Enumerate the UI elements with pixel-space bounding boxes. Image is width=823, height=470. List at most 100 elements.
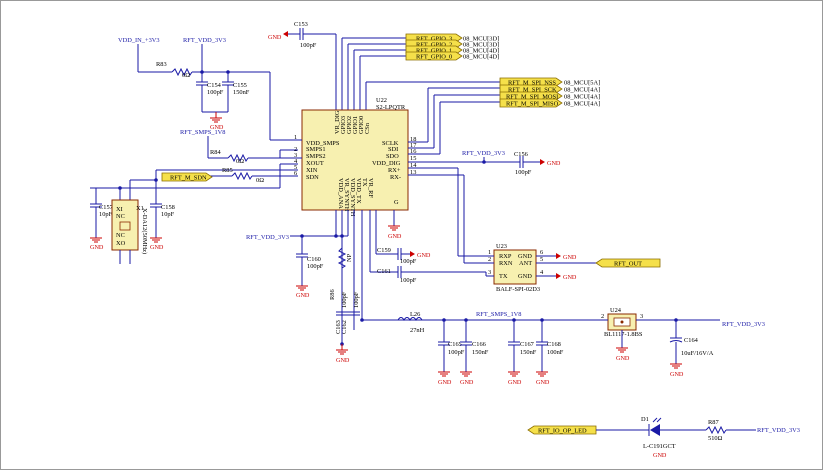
port-rft-gpio-0[interactable]: RFT_GPIO_0 08_MCU[4D] [405, 51, 499, 61]
svg-text:GND: GND [616, 355, 630, 362]
port-rft-m-spi-nss[interactable]: RFT_M_SPI_NSS 08_MCU[5A] [499, 77, 600, 87]
svg-text:SMPS2: SMPS2 [306, 153, 326, 160]
u23-part: BALF-SPI-02D3 [496, 286, 540, 293]
nf-val-1: 100pF [341, 291, 348, 308]
svg-text:RFT_M_SDN: RFT_M_SDN [170, 175, 207, 182]
svg-text:4: 4 [540, 269, 544, 276]
gnd-symbol-u23-bottom: GND [556, 273, 577, 281]
d1-ref: D1 [641, 416, 649, 423]
r87-val: 510Ω [708, 435, 723, 442]
resistor-r85 [231, 171, 253, 181]
svg-text:1: 1 [294, 134, 297, 141]
c161-val: 100pF [400, 277, 417, 284]
svg-text:2: 2 [601, 313, 604, 320]
svg-text:GND: GND [388, 233, 402, 240]
svg-text:VR_DIG: VR_DIG [334, 110, 341, 134]
svg-text:RFT_GPIO_3: RFT_GPIO_3 [416, 36, 452, 43]
r87-ref: R87 [708, 419, 719, 426]
r85-val: 0Ω [256, 177, 264, 184]
c160-val: 100pF [307, 263, 324, 270]
gnd-symbol-c162: GND [336, 344, 350, 364]
svg-text:SDI: SDI [388, 146, 398, 153]
c160-section: RFT_VDD_3V3 C160 100pF GND [246, 234, 324, 299]
d1-val: L-C191GCT [643, 443, 676, 450]
port-rft-m-spi-miso[interactable]: RFT_M_SPI_MISO 08_MCU[4A] [499, 98, 600, 108]
svg-text:16: 16 [410, 148, 416, 155]
port-rft-m-sdn[interactable]: RFT_M_SDN [161, 172, 213, 182]
c157-ref: C157 [99, 204, 114, 211]
gpio-wires [341, 37, 406, 110]
svg-text:6: 6 [294, 170, 297, 177]
svg-text:VR_SYNTH: VR_SYNTH [343, 178, 350, 212]
port-rft-io-op-led[interactable]: RFT_IO_OP_LED [527, 425, 597, 435]
net-label-rft-vdd-ldo: RFT_VDD_3V3 [722, 321, 765, 328]
nf-val-2: 100pF [353, 291, 360, 308]
svg-text:GND: GND [296, 292, 310, 299]
svg-text:3: 3 [488, 269, 491, 276]
svg-text:2: 2 [294, 146, 297, 153]
rx-wires [457, 168, 486, 264]
c164-ref: C164 [684, 337, 699, 344]
svg-text:08_MCU[4A]: 08_MCU[4A] [564, 94, 600, 101]
r83-val: 0Ω [182, 72, 190, 79]
c159-c161-section: C159 100pF GND C161 100pF [370, 247, 486, 284]
c164-section: C164 10uF/16V/A GND RFT_VDD_3V3 [669, 320, 765, 378]
c162-ref: C162 [341, 320, 348, 334]
c154-ref: C154 [207, 82, 222, 89]
svg-text:08_MCU[4D]: 08_MCU[4D] [463, 54, 499, 61]
u22-bottom-wires [290, 210, 600, 330]
svg-text:GND: GND [268, 34, 282, 41]
x1-ref: X1 [136, 205, 144, 212]
svg-text:RXN: RXN [499, 260, 513, 267]
port-rft-out[interactable]: RFT_OUT [595, 258, 661, 268]
gnd-symbol-u22: GND [388, 225, 402, 240]
x1-part: X-DA12(50MHz) [141, 208, 148, 254]
svg-text:RXP: RXP [499, 253, 512, 260]
svg-text:SMPS1: SMPS1 [306, 146, 326, 153]
gnd-symbol-d1: GND [653, 452, 667, 459]
c154-val: 100pF [207, 89, 224, 96]
resistor-r86 [337, 247, 347, 269]
c159-val: 100pF [400, 258, 417, 265]
svg-text:SDO: SDO [386, 153, 399, 160]
ldo-u24: U24 BL1117-1.8BS 2 3 [600, 307, 720, 348]
c164-val: 10uF/16V/A [681, 350, 714, 357]
svg-text:GND: GND [150, 244, 164, 251]
c156-val: 100pF [515, 169, 532, 176]
balun-u23: U23 BALF-SPI-02D3 RXP RXN TX GND ANT GND… [485, 243, 596, 293]
svg-text:13: 13 [410, 169, 416, 176]
r86-c162-c163-section: R86 NP 100pF 100pF C162 C163 GND [329, 247, 360, 364]
crystal-section: R85 0Ω RFT_M_SDN C157 10pF GND X1 XI NC … [90, 163, 298, 264]
svg-text:VDD_TX: VDD_TX [355, 178, 362, 204]
svg-text:RFT_IO_OP_LED: RFT_IO_OP_LED [538, 428, 587, 435]
svg-text:18: 18 [410, 136, 416, 143]
svg-text:RFT_M_SPI_SCK: RFT_M_SPI_SCK [508, 87, 557, 94]
vdd-in-section: VDD_IN_+3V3 R83 0Ω RFT_VDD_3V3 C154 100p… [118, 37, 298, 141]
svg-text:GND: GND [518, 253, 532, 260]
r84-val: 0Ω [236, 158, 244, 165]
gnd-symbol-c156: GND [540, 159, 561, 167]
svg-text:GND: GND [336, 357, 350, 364]
svg-text:VDD_SMPS: VDD_SMPS [306, 140, 340, 147]
u24-ref: U24 [610, 307, 622, 314]
svg-text:GPIO3: GPIO3 [340, 116, 347, 134]
svg-text:3: 3 [640, 313, 643, 320]
x1-pin-xi: XI [116, 206, 123, 213]
resistor-r83 [171, 67, 193, 77]
svg-text:6: 6 [540, 249, 543, 256]
x1-pin-nc-2: NC [116, 232, 125, 239]
net-label-rft-vdd-led: RFT_VDD_3V3 [757, 427, 800, 434]
c165-val: 100pF [448, 349, 465, 356]
svg-text:2: 2 [488, 256, 491, 263]
svg-text:TX: TX [361, 178, 368, 187]
svg-text:VDD_ANA: VDD_ANA [337, 178, 344, 209]
u22-right-pins: SCLK 18 SDI 17 SDO 16 VDD_DIG 15 RX+ 14 … [372, 136, 484, 181]
net-label-rft-vdd-top: RFT_VDD_3V3 [183, 37, 226, 44]
svg-text:VR_RF: VR_RF [367, 178, 374, 198]
c168-ref: C168 [547, 341, 561, 348]
svg-text:GND: GND [518, 273, 532, 280]
gnd-symbol-c158: GND [150, 237, 164, 251]
c161-ref: C161 [377, 268, 391, 275]
resistor-r87 [705, 425, 727, 435]
net-label-smps-left: RFT_SMPS_1V8 [180, 129, 225, 136]
